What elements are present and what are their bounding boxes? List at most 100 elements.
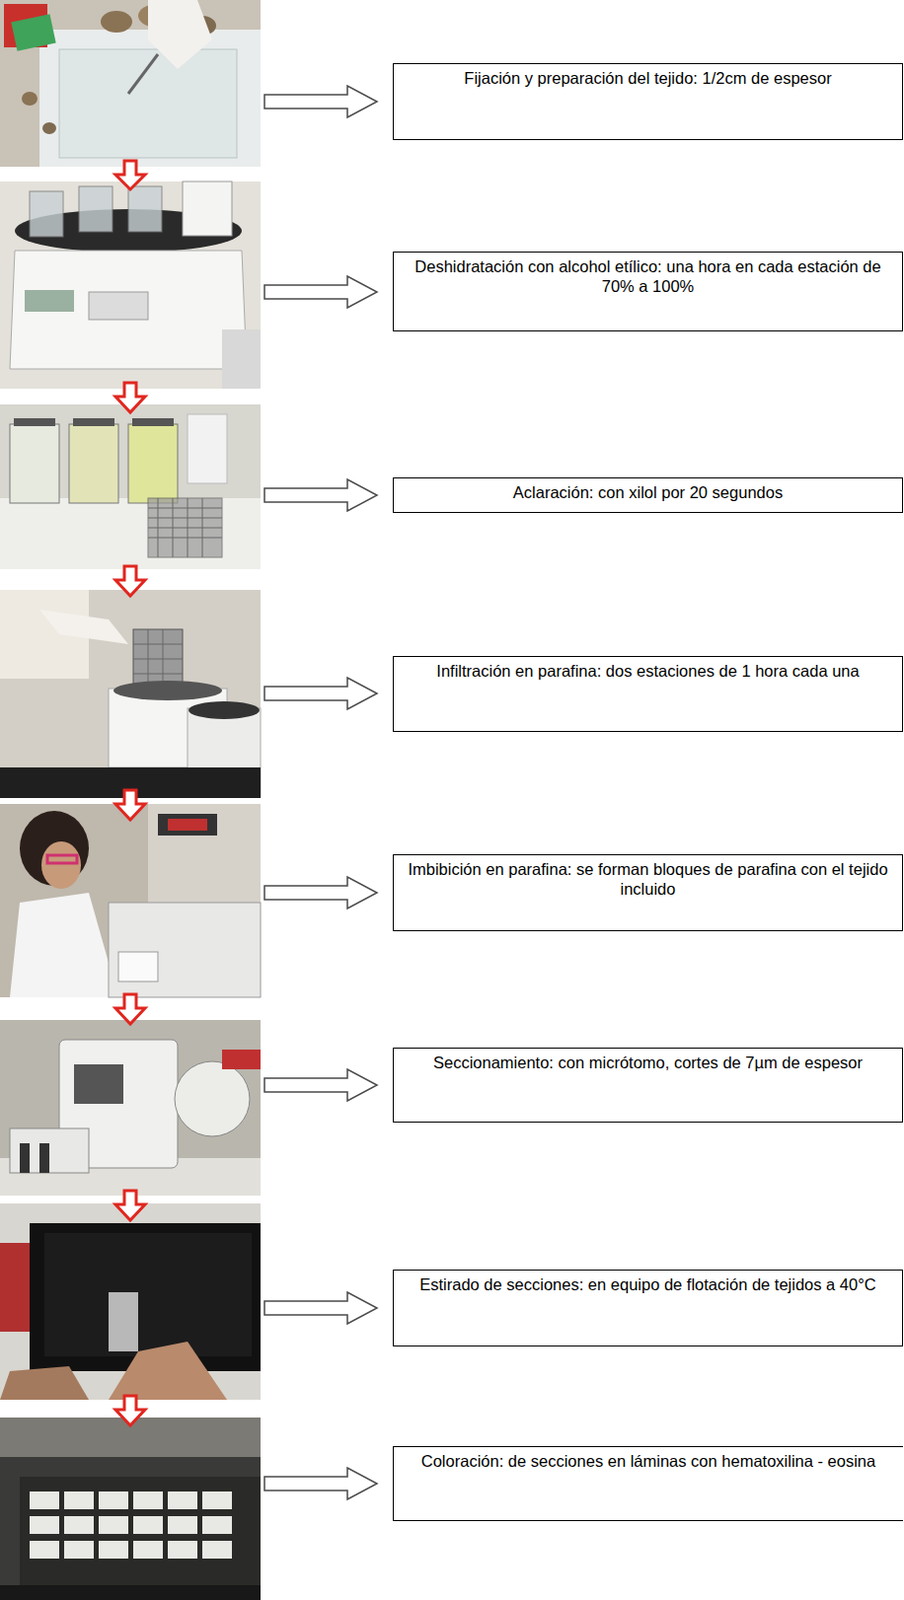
photo-detail [0,1243,30,1333]
photo-detail [148,498,223,558]
photo-detail [9,250,247,370]
photo-detail [0,1204,261,1401]
photo-detail [39,29,261,167]
photo-detail [10,13,56,52]
photo [0,804,261,998]
photo-detail [108,1292,139,1353]
photo-detail [0,1418,261,1600]
photo-detail [73,418,115,427]
photo-detail [47,855,77,864]
photo-detail [115,1191,146,1221]
photo-detail [264,85,377,118]
photo [0,590,261,799]
photo-detail [0,0,261,167]
photo-detail [264,276,377,308]
photo-detail [29,1492,60,1510]
photo-detail [128,186,162,232]
photo-detail [148,0,213,70]
photo-detail [41,841,81,890]
photo-detail [100,10,133,33]
photo-detail [115,1396,146,1427]
step-text: Fijación y preparación del tejido: 1/2cm… [401,68,895,88]
photo-detail [21,91,38,106]
photo-detail [264,1292,377,1325]
photo-detail [133,629,183,684]
photo-detail [133,1492,163,1510]
photo-detail [0,590,261,799]
photo-detail [9,893,119,998]
photo-detail [167,1516,198,1535]
photo-detail [132,418,174,427]
photo-detail [78,186,113,232]
photo-detail [0,404,261,570]
photo-detail [222,329,261,389]
photo-detail [19,1143,30,1174]
photo-detail [44,1233,252,1357]
photo-detail [0,804,261,998]
photo-detail [0,1585,261,1600]
step-text: Seccionamiento: con micrótomo, cortes de… [401,1053,895,1073]
photo-detail [42,122,57,135]
step-box: Imbibición en parafina: se forman bloque… [392,854,904,932]
photo-detail [0,181,261,389]
photo-detail [64,1541,94,1560]
photo-detail [118,952,158,982]
photo-detail [29,1541,60,1560]
step-text: Deshidratación con alcohol etílico: una … [401,256,895,297]
photo-detail [113,680,223,701]
photo-detail [264,479,377,512]
step-box: Infiltración en parafina: dos estaciones… [392,656,904,733]
photo-detail [88,292,149,320]
photo-detail [187,414,227,484]
photo-detail [133,629,183,684]
photo-detail [182,181,232,236]
photo-detail [222,1050,261,1070]
photo [0,181,261,389]
photo-detail [115,382,146,413]
step-box: Fijación y preparación del tejido: 1/2cm… [392,63,904,141]
photo-detail [167,819,208,831]
photo [0,1020,261,1197]
photo-detail [29,191,64,237]
photo-detail [0,1366,89,1401]
photo-detail [69,424,119,504]
step-text: Infiltración en parafina: dos estaciones… [401,661,895,681]
step-arrows [115,160,146,1427]
step-text: Coloración: de secciones en láminas con … [401,1451,896,1472]
photo-detail [0,498,261,570]
step-text: Aclaración: con xilol por 20 segundos [401,482,895,503]
photo-detail [202,1516,232,1535]
photo-detail [157,814,218,836]
photo-detail [128,54,158,94]
photo-detail [264,877,377,909]
photo-detail [133,1541,163,1560]
photo-detail [9,1129,89,1174]
photo-detail [29,1516,60,1535]
photo-detail [148,498,223,558]
photo-detail [64,1516,94,1535]
photo-detail [202,1492,232,1510]
photo-detail [64,1492,94,1510]
step-box: Coloración: de secciones en láminas con … [392,1446,904,1522]
photo-detail [115,994,146,1025]
photo-detail [0,1020,261,1197]
photo [0,1204,261,1401]
photo-detail [264,678,377,710]
photo-detail [167,1541,198,1560]
photo-detail [74,1064,124,1105]
photo-detail [264,1069,377,1102]
pointer-arrows [264,85,377,1501]
photo-detail [128,424,178,504]
photo-detail [188,701,260,720]
photo-detail [264,1468,377,1501]
photo-detail [39,609,129,645]
photo-detail [24,290,75,312]
step-text: Imbibición en parafina: se forman bloque… [401,859,895,900]
photo-detail [29,1492,232,1560]
step-box: Aclaración: con xilol por 20 segundos [392,477,904,514]
photo-detail [115,566,146,597]
photo-detail [39,1143,50,1174]
step-box: Deshidratación con alcohol etílico: una … [392,251,904,332]
photo-detail [19,1477,261,1586]
